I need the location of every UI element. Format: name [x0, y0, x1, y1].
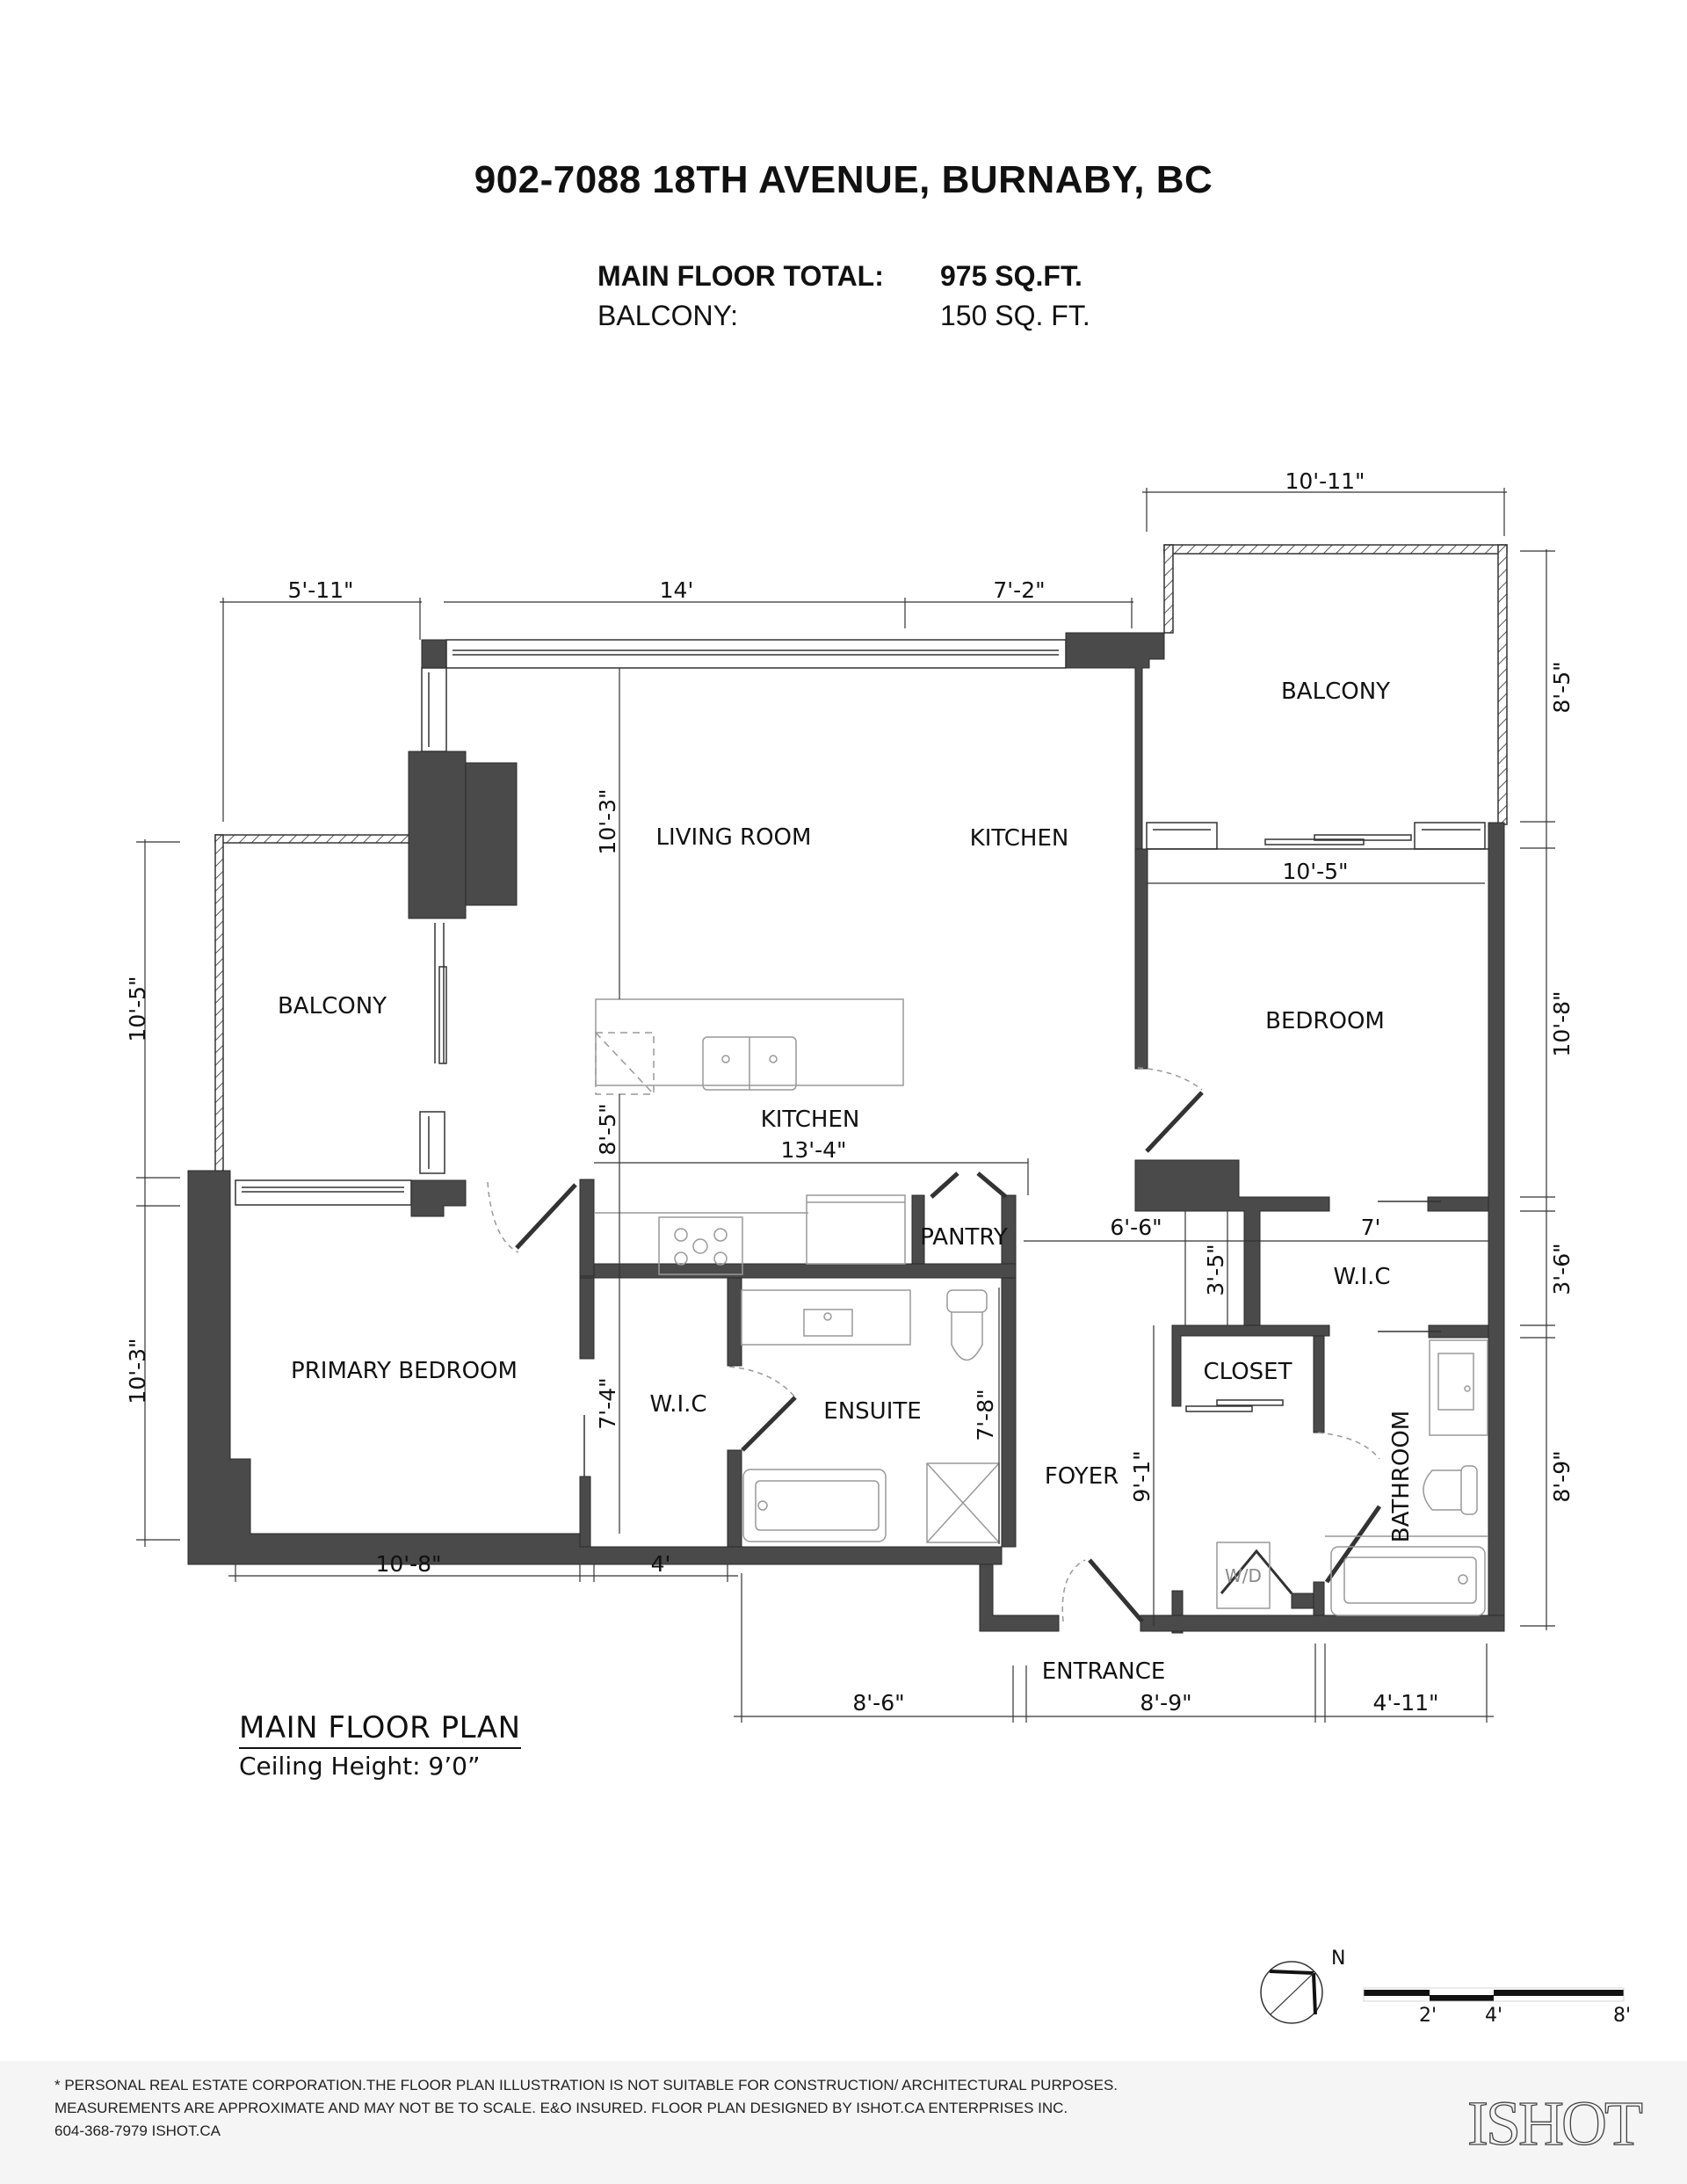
main-floor-value: 975 SQ.FT.: [940, 260, 1082, 292]
dim-bottom-4: 4': [651, 1551, 671, 1577]
scale-tick-2: 2': [1419, 2005, 1437, 2027]
dim-bottom-8-9: 8'-9": [1140, 1690, 1191, 1716]
dim-balcony-l-depth: 10'-5": [125, 976, 150, 1041]
label-living-room: LIVING ROOM: [656, 824, 812, 851]
walls: [187, 632, 1505, 1634]
label-kitchen-lower: KITCHEN: [761, 1107, 860, 1133]
dim-bathroom-depth: 8'-9": [1549, 1450, 1575, 1502]
dim-wic-7: 7': [1361, 1215, 1381, 1240]
dim-hall-6-6: 6'-6": [1110, 1215, 1162, 1240]
balcony-left-sliding-door: [419, 923, 447, 1174]
dim-top-5-11: 5'-11": [287, 577, 353, 603]
balcony-right-railing: [1163, 544, 1508, 825]
dim-bottom-10-8: 10'-8": [375, 1551, 441, 1577]
kitchen-island: [595, 998, 904, 1095]
dim-wic-3-6: 3'-6": [1549, 1243, 1575, 1295]
label-closet: CLOSET: [1204, 1359, 1292, 1385]
dimension-lines: [136, 488, 1555, 1723]
dim-balcony-r-width: 10'-11": [1285, 468, 1365, 494]
dim-ensuite-depth: 7'-8": [973, 1389, 998, 1440]
dim-balcony-r-door: 10'-5": [1282, 859, 1348, 884]
plan-title: MAIN FLOOR PLAN: [239, 1710, 521, 1749]
footer-disclaimer-1: * PERSONAL REAL ESTATE CORPORATION.THE F…: [54, 2077, 1119, 2093]
dim-foyer-depth: 9'-1": [1129, 1450, 1155, 1502]
top-window: [445, 639, 1067, 669]
dim-balcony-r-depth: 8'-5": [1549, 661, 1575, 713]
door-swings: [487, 1067, 1441, 1623]
label-balcony-right: BALCONY: [1281, 678, 1390, 705]
label-kitchen-upper: KITCHEN: [970, 825, 1069, 852]
balcony-right-sliding-door: [1146, 822, 1494, 850]
left-upper-window: [421, 667, 447, 752]
bathroom-fixtures: [1325, 1339, 1488, 1616]
balcony-area-value: 150 SQ. FT.: [940, 300, 1090, 331]
scale-tick-4: 4': [1485, 2005, 1502, 2027]
dim-top-7-2: 7'-2": [993, 577, 1045, 603]
balcony-area-label: BALCONY:: [597, 300, 739, 331]
footer-contact: 604-368-7979 ISHOT.CA: [54, 2122, 221, 2139]
dim-living-depth: 10'-3": [595, 788, 620, 854]
dim-kitchen-depth: 8'-5": [595, 1103, 620, 1155]
dim-kitchen-width: 13'-4": [780, 1137, 846, 1163]
washer-dryer: W/D: [1216, 1542, 1271, 1609]
dim-top-14: 14': [660, 577, 694, 603]
label-ensuite: ENSUITE: [823, 1398, 921, 1425]
label-bedroom: BEDROOM: [1265, 1008, 1385, 1034]
dim-primary-depth: 10'-3": [125, 1338, 150, 1404]
scale-tick-8: 8': [1613, 2005, 1631, 2027]
dim-bedroom-depth: 10'-8": [1549, 990, 1575, 1056]
footer-disclaimer-2: MEASUREMENTS ARE APPROXIMATE AND MAY NOT…: [54, 2100, 1068, 2116]
label-wic-primary: W.I.C: [649, 1391, 706, 1418]
label-pantry: PANTRY: [920, 1224, 1008, 1251]
scale-bar: 2' 4' 8': [1363, 1987, 1631, 2027]
ensuite-fixtures: [741, 1289, 1000, 1543]
label-primary-bedroom: PRIMARY BEDROOM: [291, 1358, 518, 1384]
label-entrance: ENTRANCE: [1042, 1658, 1166, 1685]
page-title: 902-7088 18TH AVENUE, BURNABY, BC: [474, 158, 1213, 201]
kitchen-counter: [594, 1194, 906, 1275]
north-label: N: [1331, 1948, 1345, 1970]
dim-bottom-8-6: 8'-6": [852, 1690, 904, 1716]
label-balcony-left: BALCONY: [278, 993, 387, 1019]
washer-dryer-label: W/D: [1225, 1565, 1262, 1586]
main-floor-label: MAIN FLOOR TOTAL:: [597, 260, 884, 292]
dim-wic-3-5: 3'-5": [1203, 1244, 1228, 1295]
dim-bottom-4-11: 4'-11": [1372, 1690, 1438, 1716]
north-arrow-icon: N: [1260, 1948, 1345, 2024]
primary-bedroom-window: [235, 1179, 412, 1206]
ishot-logo: ISHOT: [1466, 2087, 1643, 2159]
label-foyer: FOYER: [1045, 1463, 1119, 1490]
label-wic-bedroom: W.I.C: [1333, 1264, 1390, 1290]
ceiling-height: Ceiling Height: 9’0”: [239, 1752, 481, 1781]
label-bathroom: BATHROOM: [1388, 1411, 1415, 1542]
footer: * PERSONAL REAL ESTATE CORPORATION.THE F…: [0, 2061, 1687, 2184]
dim-wic-primary-depth: 7'-4": [595, 1377, 620, 1429]
